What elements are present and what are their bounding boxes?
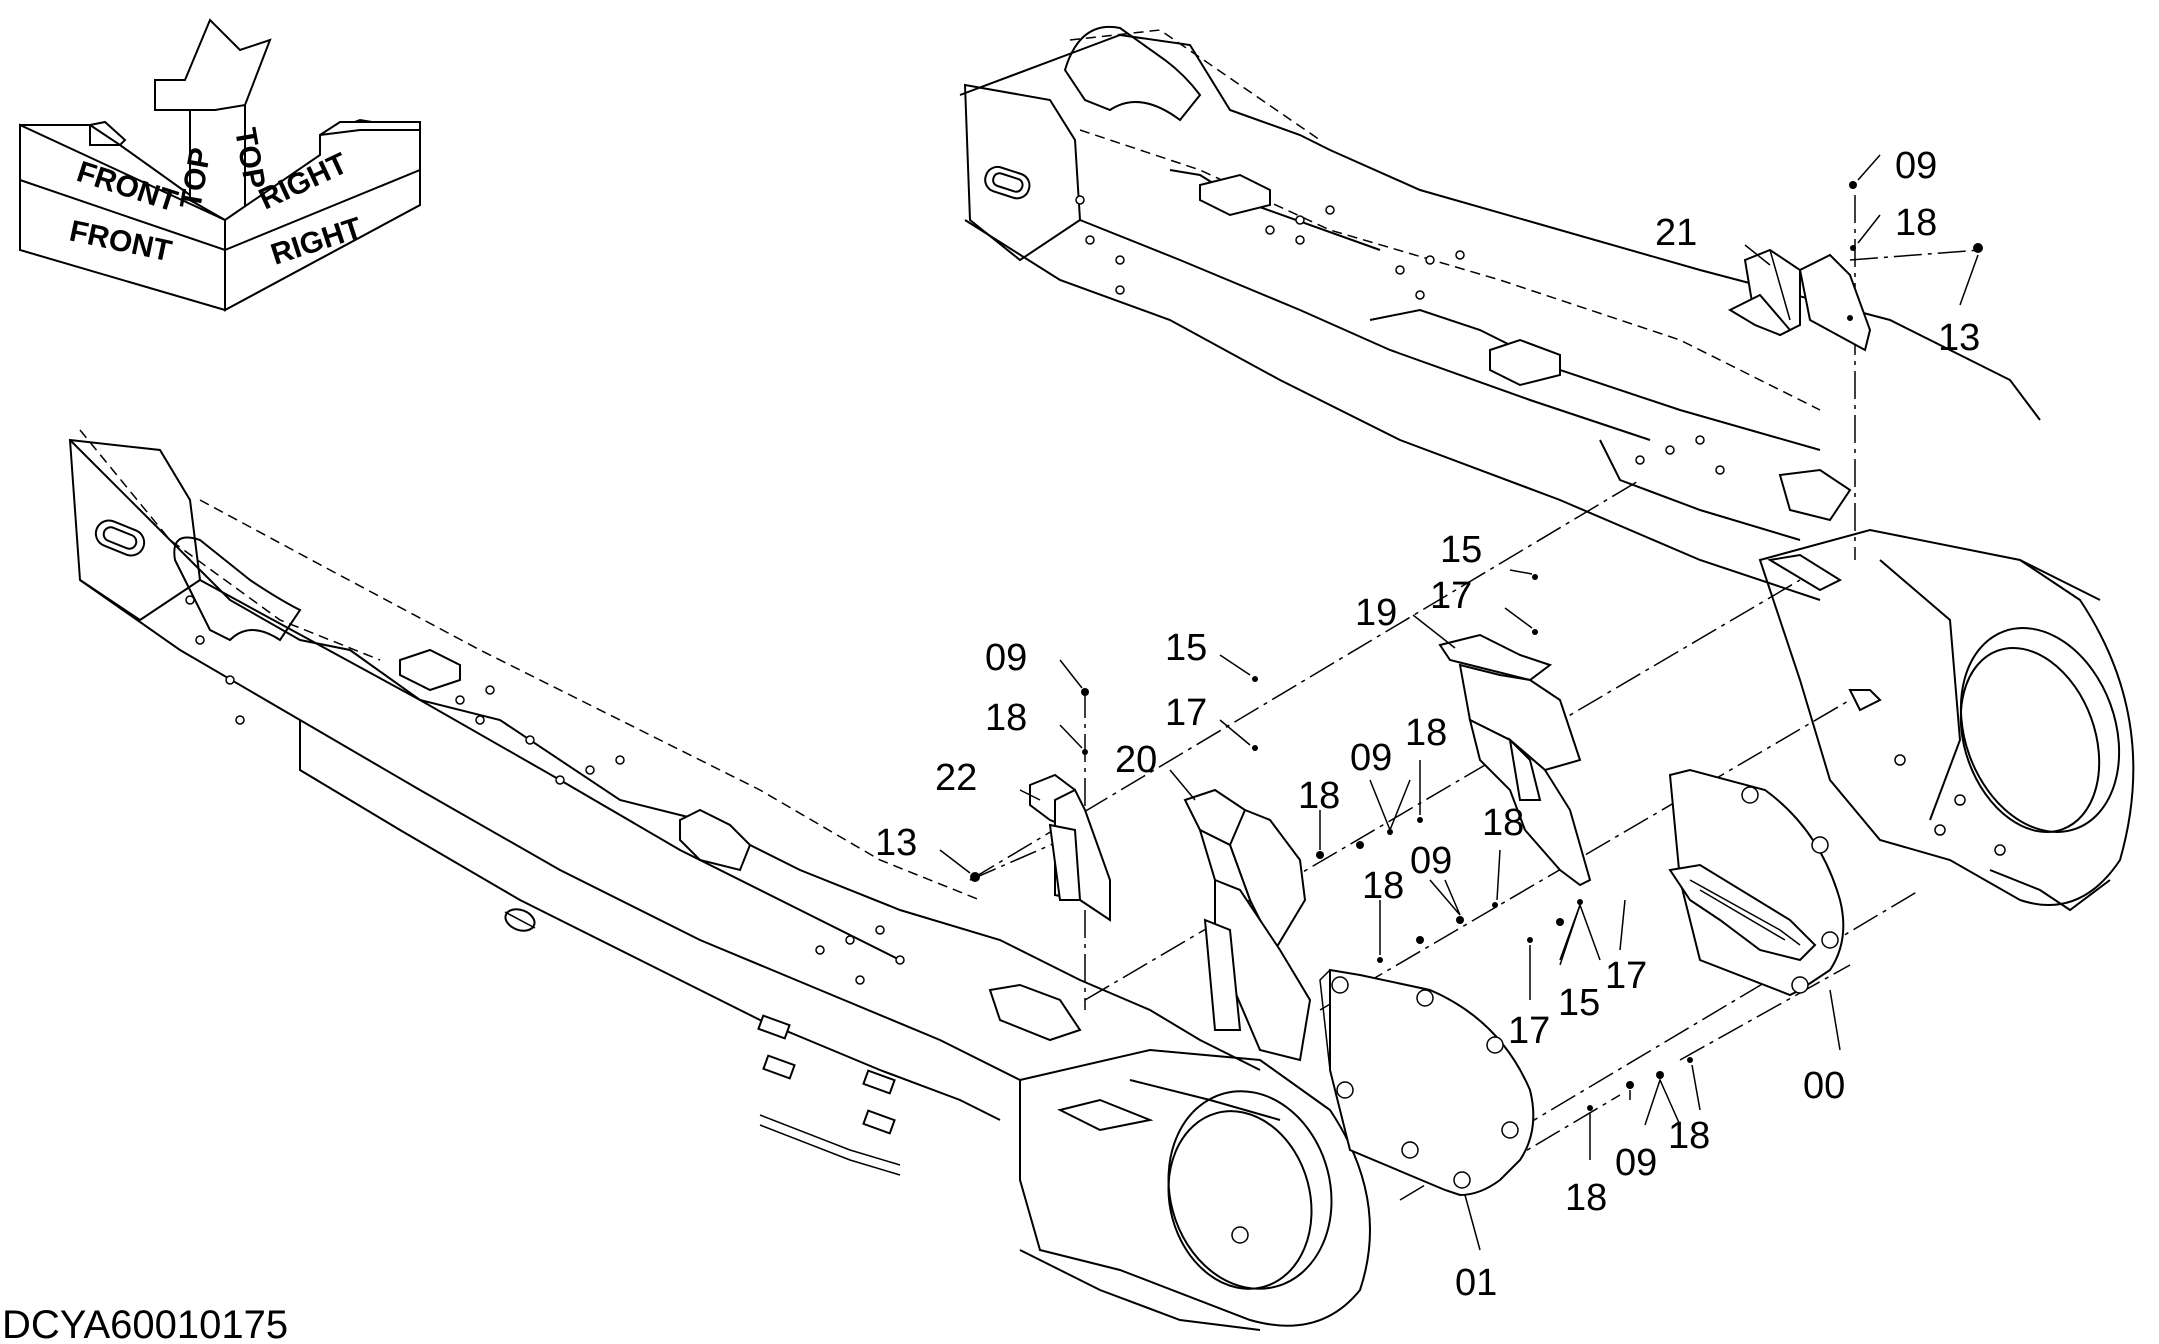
label-18-bottom-left: 18	[1565, 1177, 1607, 1219]
label-13-top: 13	[1938, 317, 1980, 359]
label-21: 21	[1655, 212, 1697, 254]
label-15-lower: 15	[1558, 982, 1600, 1024]
bracket-21	[1727, 248, 1872, 352]
label-09-mid-a: 09	[1350, 737, 1392, 779]
cover-19	[1438, 633, 1592, 887]
label-09-left: 09	[985, 637, 1027, 679]
fasteners	[970, 181, 1983, 1111]
label-13-left: 13	[875, 822, 917, 864]
label-20: 20	[1115, 739, 1157, 781]
cover-20	[1183, 788, 1312, 1062]
label-18-mid-b: 18	[1405, 712, 1447, 754]
label-17-lower-a: 17	[1508, 1010, 1550, 1052]
label-18-bottom-right: 18	[1668, 1115, 1710, 1157]
label-18-top: 18	[1895, 202, 1937, 244]
label-01: 01	[1455, 1262, 1497, 1304]
upper-track-frame	[959, 25, 2135, 912]
label-17-lower-b: 17	[1605, 955, 1647, 997]
label-22: 22	[935, 757, 977, 799]
lower-track-frame	[68, 429, 1371, 1331]
label-09-top: 09	[1895, 145, 1937, 187]
cover-plate-00	[1668, 768, 1845, 997]
label-15-right: 15	[1440, 529, 1482, 571]
bracket-22	[1029, 773, 1111, 922]
label-17-right: 17	[1430, 575, 1472, 617]
label-09-bottom: 09	[1615, 1142, 1657, 1184]
label-09-mid-b: 09	[1410, 840, 1452, 882]
label-19: 19	[1355, 592, 1397, 634]
label-17-mid: 17	[1165, 692, 1207, 734]
drawing-code: DCYA60010175	[2, 1303, 288, 1344]
label-18-mid-c: 18	[1362, 865, 1404, 907]
leader-lines	[939, 154, 1979, 1251]
label-00: 00	[1803, 1065, 1845, 1107]
orientation-symbol: FRONT FRONT TOP TOP RIGHT RIGHT	[19, 18, 421, 312]
label-18-mid-d: 18	[1482, 802, 1524, 844]
label-18-left: 18	[985, 697, 1027, 739]
label-18-mid-a: 18	[1298, 775, 1340, 817]
part-labels: 09 18 21 13 15 17 19 09 18 22 13 15 17 2…	[875, 145, 1980, 1304]
label-15-mid: 15	[1165, 627, 1207, 669]
cover-plate-01	[1319, 968, 1535, 1197]
